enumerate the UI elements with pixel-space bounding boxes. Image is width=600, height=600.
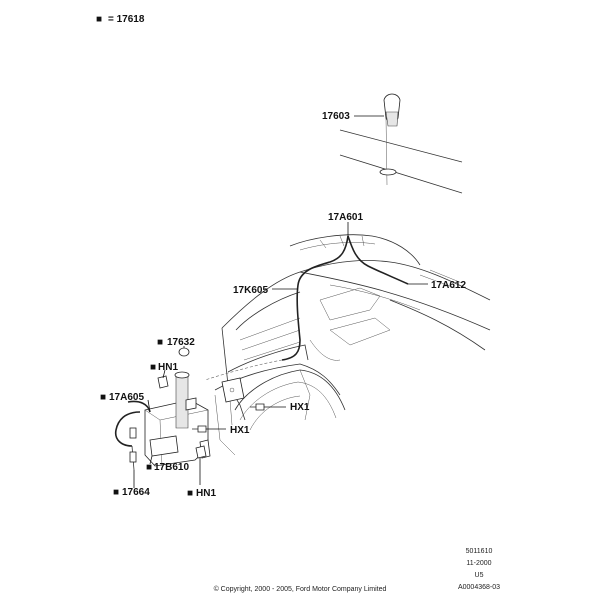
callout-hn1-bottom: HN1 (196, 488, 216, 499)
callout-17A612: 17A612 (431, 280, 466, 291)
ref-code: U5 (475, 572, 484, 579)
callout-17B610-marker: ■ (146, 462, 152, 473)
legend: ■ = 17618 (96, 14, 145, 25)
ref-number: 5011610 (466, 548, 493, 555)
callout-17664-marker: ■ (113, 487, 119, 498)
callout-hn1-bottom-marker: ■ (187, 488, 193, 499)
antenna-assembly (339, 93, 463, 194)
leader-lines (133, 222, 428, 488)
callout-17A601: 17A601 (328, 212, 363, 223)
callouts: 17603 17A601 17K605 17A612 ■ 17632 ■ HN1… (100, 111, 466, 499)
copyright: © Copyright, 2000 - 2005, Ford Motor Com… (214, 585, 387, 593)
callout-hn1-top: HN1 (158, 362, 178, 373)
vehicle-body (214, 234, 491, 456)
callout-17B610: 17B610 (154, 462, 189, 473)
callout-17632: 17632 (167, 337, 195, 348)
callout-17664: 17664 (122, 487, 150, 498)
callout-hx1-lower: HX1 (230, 425, 250, 436)
reference-info: 5011610 11-2000 U5 A0004368-03 (458, 548, 500, 591)
callout-17632-marker: ■ (157, 337, 163, 348)
callout-17K605: 17K605 (233, 285, 268, 296)
callout-hn1-top-marker: ■ (150, 362, 156, 373)
ref-date: 11-2000 (466, 560, 491, 567)
legend-marker: ■ (96, 14, 102, 25)
legend-text: = 17618 (108, 14, 145, 25)
ref-id: A0004368-03 (458, 584, 500, 591)
washer-reservoir (114, 347, 265, 471)
callout-17A605: 17A605 (109, 392, 144, 403)
washer-hose (204, 235, 409, 381)
callout-hx1-upper: HX1 (290, 402, 310, 413)
callout-17A605-marker: ■ (100, 392, 106, 403)
callout-17603: 17603 (322, 111, 350, 122)
